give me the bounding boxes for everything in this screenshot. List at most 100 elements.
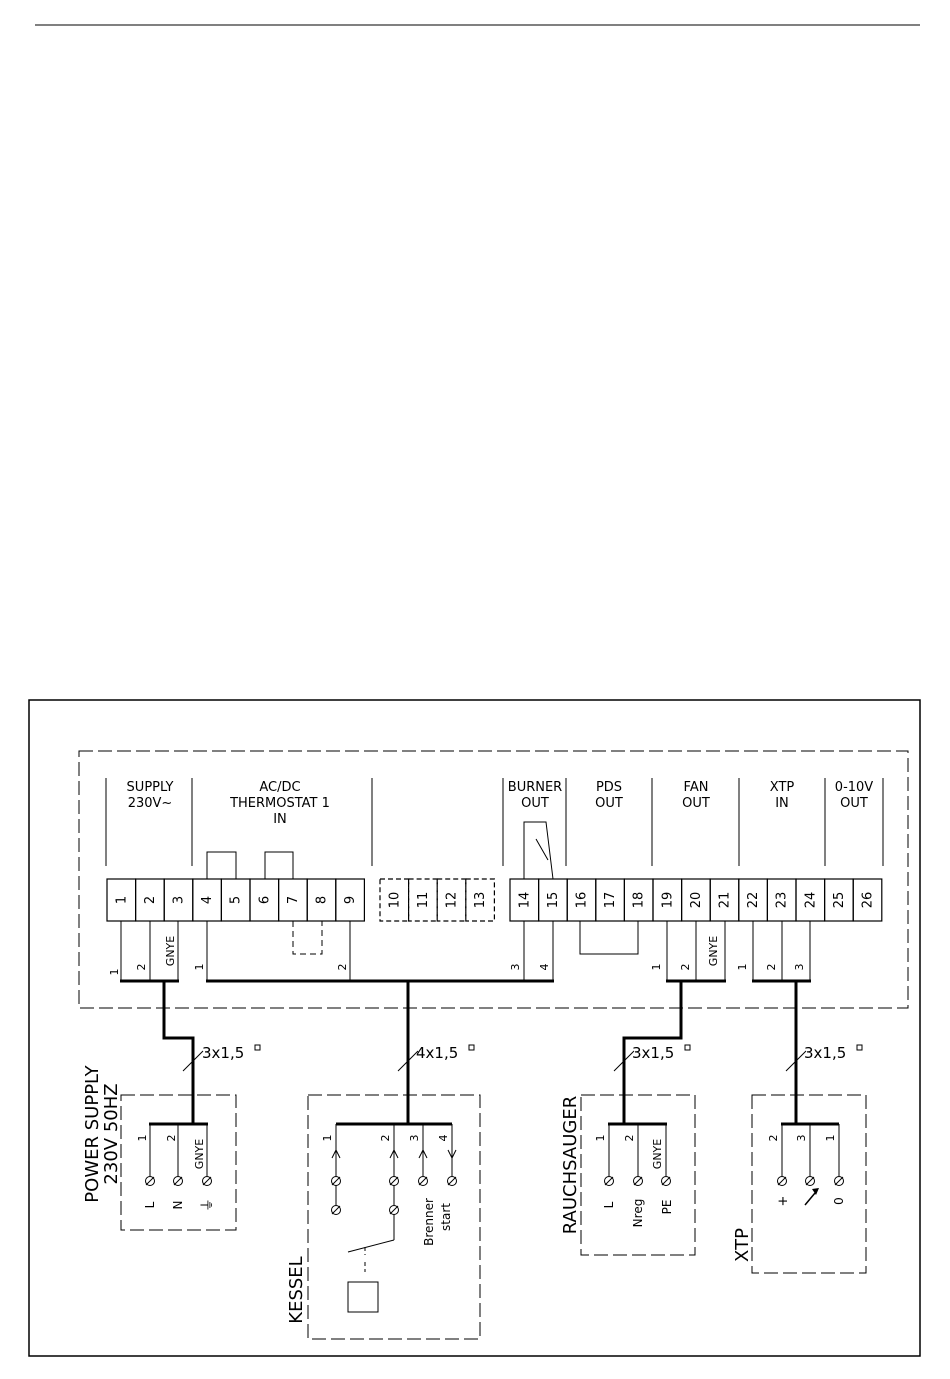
thermostat-label-1: AC/DC	[259, 780, 300, 795]
power-supply-term-n: N	[171, 1201, 185, 1210]
kessel-title: KESSEL	[286, 1256, 307, 1323]
kessel-wire-4: 4	[437, 1135, 450, 1142]
power-supply-term-l: L	[143, 1201, 157, 1208]
terminal-number: 12	[445, 892, 460, 909]
terminal-number: 23	[775, 892, 790, 909]
power-supply-title-2: 230V 50HZ	[101, 1083, 122, 1184]
power-supply-wire-gnye: GNYE	[193, 1139, 206, 1169]
terminal-number: 14	[517, 892, 532, 909]
rauchsauger-wire-1: 1	[594, 1135, 607, 1142]
terminal-number: 5	[229, 896, 244, 904]
xtp-terminal-icons	[777, 1176, 844, 1186]
kessel-wire-2: 2	[379, 1135, 392, 1142]
terminal-number: 22	[746, 892, 761, 909]
kessel-box	[307, 1094, 481, 1340]
terminal-26	[852, 878, 883, 922]
terminal-number: 19	[660, 892, 675, 909]
rauchsauger-wires	[608, 1124, 667, 1176]
thermostat-wire-2: 2	[336, 964, 349, 971]
power-supply-wire-1: 1	[136, 1135, 149, 1142]
terminal-number: 3	[172, 896, 187, 904]
rauchsauger-term-nreg: Nreg	[631, 1199, 645, 1228]
rauchsauger-term-pe: PE	[660, 1200, 674, 1215]
supply-wire-gnye: GNYE	[164, 936, 177, 966]
fan-label-1: FAN	[684, 780, 709, 795]
xtp-term-zero: 0	[832, 1197, 846, 1205]
terminal-number: 17	[603, 892, 618, 909]
terminal-number: 25	[832, 892, 847, 909]
power-supply-box	[120, 1094, 237, 1231]
kessel-relay-coil	[347, 1281, 379, 1313]
kessel-wires	[331, 1124, 457, 1272]
fan-wire-2: 2	[679, 964, 692, 971]
terminal-number: 24	[803, 892, 818, 909]
fan-label-2: OUT	[682, 796, 710, 811]
xtp-wires	[781, 1124, 840, 1176]
terminal-number: 9	[343, 896, 358, 904]
diagram-frame	[28, 699, 921, 1357]
sensor-arrow-icon	[804, 1188, 819, 1206]
xtp-dev-wire-1: 1	[824, 1135, 837, 1142]
kessel-brenner-label: Brenner	[422, 1198, 436, 1246]
ground-icon: ⏚	[200, 1198, 216, 1212]
cable-square-xtp	[856, 1044, 863, 1051]
kessel-wire-1: 1	[321, 1135, 334, 1142]
xtp-in-label-1: XTP	[770, 780, 795, 795]
kessel-terminal-icons	[331, 1176, 457, 1215]
cable-label-kessel: 4x1,5	[416, 1044, 458, 1062]
terminal-number: 2	[143, 896, 158, 904]
xtp-in-label-2: IN	[775, 796, 789, 811]
terminal-number: 15	[546, 892, 561, 909]
power-supply-title-1: POWER SUPPLY	[82, 1064, 103, 1202]
cable-square-rauchsauger	[684, 1044, 691, 1051]
supply-wire-1: 1	[108, 969, 121, 976]
cable-label-power: 3x1,5	[202, 1044, 244, 1062]
thermostat-label-2: THERMOSTAT 1	[229, 796, 330, 811]
cable-runs	[120, 979, 811, 1124]
section-dividers	[105, 778, 884, 866]
xtp-dev-wire-2: 2	[767, 1135, 780, 1142]
burner-label-1: BURNER	[508, 780, 562, 795]
thermostat-label-3: IN	[273, 812, 287, 827]
cable-ticks	[182, 1050, 807, 1072]
kessel-wire-3: 3	[408, 1135, 421, 1142]
cable-label-rauchsauger: 3x1,5	[632, 1044, 674, 1062]
jumper-dashed	[292, 921, 323, 955]
terminal-number: 11	[416, 892, 431, 909]
supply-wire-2: 2	[135, 964, 148, 971]
burner-wire-3: 3	[509, 964, 522, 971]
xtp-title: XTP	[732, 1228, 753, 1262]
fan-wire-gnye: GNYE	[707, 936, 720, 966]
kessel-start-label: start	[439, 1203, 453, 1231]
xtp-wire-1: 1	[736, 964, 749, 971]
terminal-number: 21	[718, 892, 733, 909]
terminal-number: 1	[114, 896, 129, 904]
rauchsauger-terminal-icons	[604, 1176, 671, 1186]
power-supply-wire-2: 2	[165, 1135, 178, 1142]
terminal-number: 4	[200, 896, 215, 904]
terminal-number: 18	[632, 892, 647, 909]
xtp-term-plus: +	[776, 1196, 791, 1207]
thermostat-wire-1: 1	[193, 964, 206, 971]
power-supply-terminal-icons	[145, 1176, 212, 1186]
xtp-wire-2: 2	[765, 964, 778, 971]
pds-label-2: OUT	[595, 796, 623, 811]
jumpers	[206, 821, 639, 955]
rauchsauger-term-l: L	[602, 1201, 616, 1208]
analog-out-label-2: OUT	[840, 796, 868, 811]
terminal-number: 10	[387, 892, 402, 909]
xtp-box	[751, 1094, 867, 1274]
terminal-number: 6	[257, 896, 272, 904]
supply-label-1: SUPPLY	[127, 780, 174, 795]
rauchsauger-box	[580, 1094, 696, 1256]
analog-out-label-1: 0-10V	[835, 780, 874, 795]
cable-label-xtp: 3x1,5	[804, 1044, 846, 1062]
terminal-number: 13	[473, 892, 488, 909]
burner-label-2: OUT	[521, 796, 549, 811]
terminal-number: 20	[689, 892, 704, 909]
terminal-number: 16	[575, 892, 590, 909]
pds-label-1: PDS	[596, 780, 622, 795]
terminal-number: 26	[861, 892, 876, 909]
xtp-dev-wire-3: 3	[795, 1135, 808, 1142]
controller-boundary	[78, 750, 909, 1009]
